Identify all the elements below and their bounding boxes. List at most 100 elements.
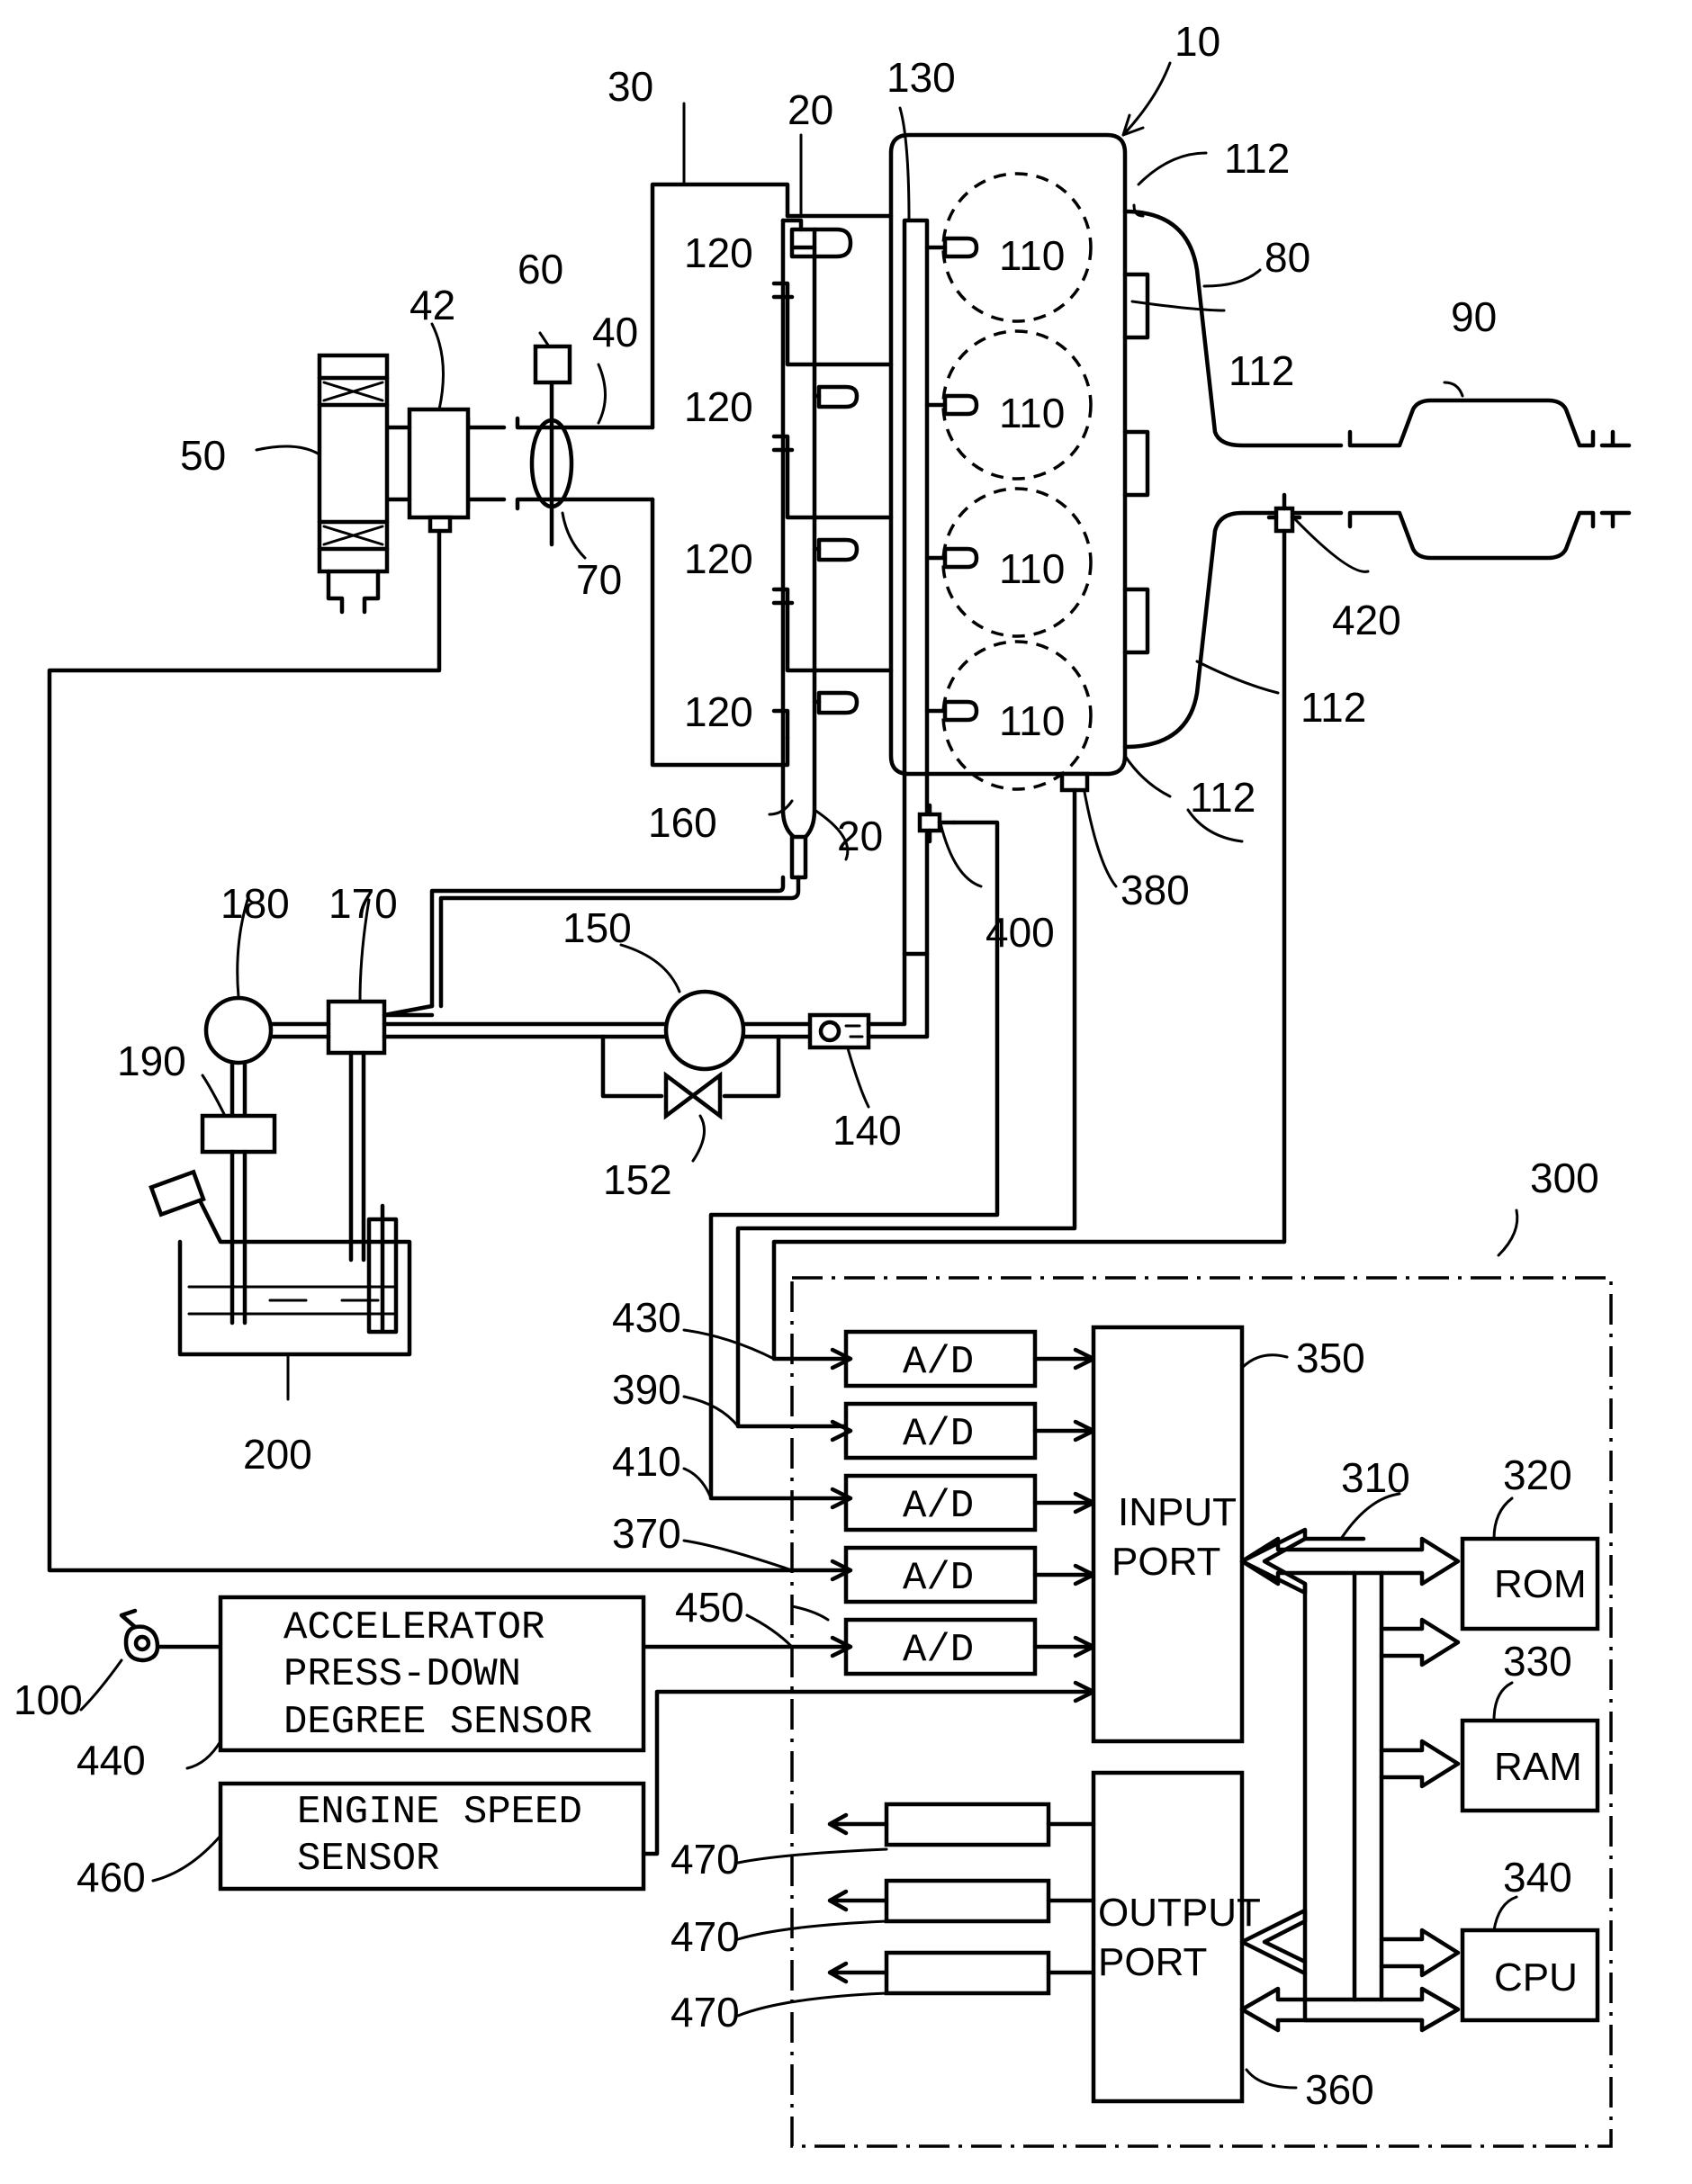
relief-valve: [666, 1075, 720, 1116]
ref-112-2: 112: [1228, 347, 1294, 394]
ref-190: 190: [117, 1038, 186, 1084]
ref-140: 140: [832, 1107, 902, 1154]
pressure-regulator: [328, 1002, 384, 1053]
ref-110-3: 110: [999, 545, 1065, 592]
wire-fuel-pressure: [711, 822, 997, 1498]
low-pressure-pump: [206, 998, 271, 1063]
ad-label-450: A/D: [903, 1628, 974, 1673]
ref-440: 440: [76, 1737, 146, 1784]
ad-label-410: A/D: [903, 1484, 974, 1529]
input-port: [1094, 1327, 1242, 1741]
drive-circuit-2: [886, 1881, 1048, 1921]
ref-470-1: 470: [670, 1836, 740, 1883]
drive-circuit-1: [886, 1804, 1048, 1845]
ref-460: 460: [76, 1854, 146, 1901]
input-port-label-line2: PORT: [1112, 1540, 1220, 1584]
ref-70: 70: [576, 556, 622, 603]
ref-10: 10: [1174, 18, 1220, 65]
ref-450: 450: [675, 1584, 744, 1631]
ref-42: 42: [410, 282, 455, 328]
fuel-filter: [202, 1116, 274, 1152]
accel-sensor-line3: DEGREE SENSOR: [284, 1700, 592, 1745]
ref-110-4: 110: [999, 697, 1065, 744]
exhaust-ports: [1125, 274, 1148, 652]
engine-speed-line2: SENSOR: [297, 1837, 439, 1882]
ref-152: 152: [603, 1156, 672, 1203]
port-injectors: [792, 229, 857, 713]
ref-20-top: 20: [788, 86, 833, 133]
accelerator-pedal: [122, 1611, 220, 1660]
ref-40: 40: [592, 309, 638, 355]
drive-circuit-3: [886, 1953, 1048, 1993]
hp-supply-line: [384, 1024, 666, 1037]
port-injector-3: [819, 540, 857, 560]
engine-speed-line1: ENGINE SPEED: [297, 1790, 582, 1835]
hp-delivery-pipe: [904, 220, 927, 954]
ref-410: 410: [612, 1438, 681, 1485]
ref-200: 200: [243, 1431, 312, 1478]
ref-60: 60: [518, 246, 563, 292]
ad-label-370: A/D: [903, 1556, 974, 1601]
ref-160: 160: [648, 799, 717, 846]
ref-100: 100: [14, 1676, 83, 1723]
port-injector-1: [792, 229, 850, 256]
ram-label: RAM: [1494, 1745, 1582, 1789]
input-port-label-line1: INPUT: [1118, 1490, 1237, 1534]
throttle-actuator: [536, 346, 570, 382]
ref-80: 80: [1264, 234, 1310, 281]
accel-sensor-line2: PRESS-DOWN: [284, 1652, 521, 1697]
ref-20-bottom: 20: [837, 813, 883, 859]
ref-90: 90: [1451, 293, 1497, 340]
ad-label-430: A/D: [903, 1340, 974, 1385]
air-fuel-sensor: [1276, 508, 1292, 531]
output-port-label-line2: PORT: [1098, 1940, 1207, 1984]
ref-120-3: 120: [684, 535, 753, 582]
ref-130: 130: [886, 54, 956, 101]
coolant-temp-sensor: [1062, 774, 1087, 790]
ref-430: 430: [612, 1294, 681, 1341]
ref-340: 340: [1503, 1854, 1572, 1901]
ref-112-3: 112: [1300, 684, 1366, 731]
cpu-label: CPU: [1494, 1955, 1578, 2000]
rom-label: ROM: [1494, 1562, 1587, 1606]
output-port: [1094, 1773, 1242, 2101]
ref-50: 50: [180, 432, 226, 479]
ref-360: 360: [1305, 2066, 1374, 2113]
ref-170: 170: [328, 880, 398, 927]
ref-470-2: 470: [670, 1913, 740, 1960]
accel-sensor-line1: ACCELERATOR: [284, 1605, 544, 1650]
drive-circuits: [830, 1804, 1094, 1993]
ref-330: 330: [1503, 1638, 1572, 1685]
intake-pipe: [468, 418, 652, 508]
ref-400: 400: [986, 909, 1055, 956]
ref-120-4: 120: [684, 688, 753, 735]
ref-390: 390: [612, 1366, 681, 1413]
output-port-label-line1: OUTPUT: [1098, 1891, 1261, 1935]
ref-30: 30: [608, 63, 653, 110]
ref-112-1: 112: [1224, 135, 1290, 182]
ref-350: 350: [1296, 1335, 1365, 1381]
ref-470-3: 470: [670, 1989, 740, 2036]
ref-420: 420: [1332, 597, 1401, 643]
ref-180: 180: [220, 880, 290, 927]
ref-310: 310: [1341, 1454, 1410, 1501]
ref-112-4: 112: [1190, 774, 1256, 821]
ref-120-2: 120: [684, 383, 753, 430]
port-injector-2: [819, 387, 857, 407]
fuel-pressure-sensor: [920, 814, 940, 831]
ref-110-2: 110: [999, 390, 1065, 436]
ad-label-390: A/D: [903, 1412, 974, 1457]
ref-370: 370: [612, 1510, 681, 1557]
port-injector-4: [819, 693, 857, 713]
exhaust-pipe-lower: [1350, 513, 1629, 558]
ref-120-1: 120: [684, 229, 753, 276]
air-cleaner: [320, 355, 387, 612]
ref-320: 320: [1503, 1452, 1572, 1498]
airflow-meter: [410, 409, 468, 517]
ref-380: 380: [1120, 867, 1190, 913]
ref-150: 150: [562, 904, 632, 951]
fuel-tank: [151, 1172, 410, 1354]
bidirectional-bus: [1242, 1530, 1458, 2030]
